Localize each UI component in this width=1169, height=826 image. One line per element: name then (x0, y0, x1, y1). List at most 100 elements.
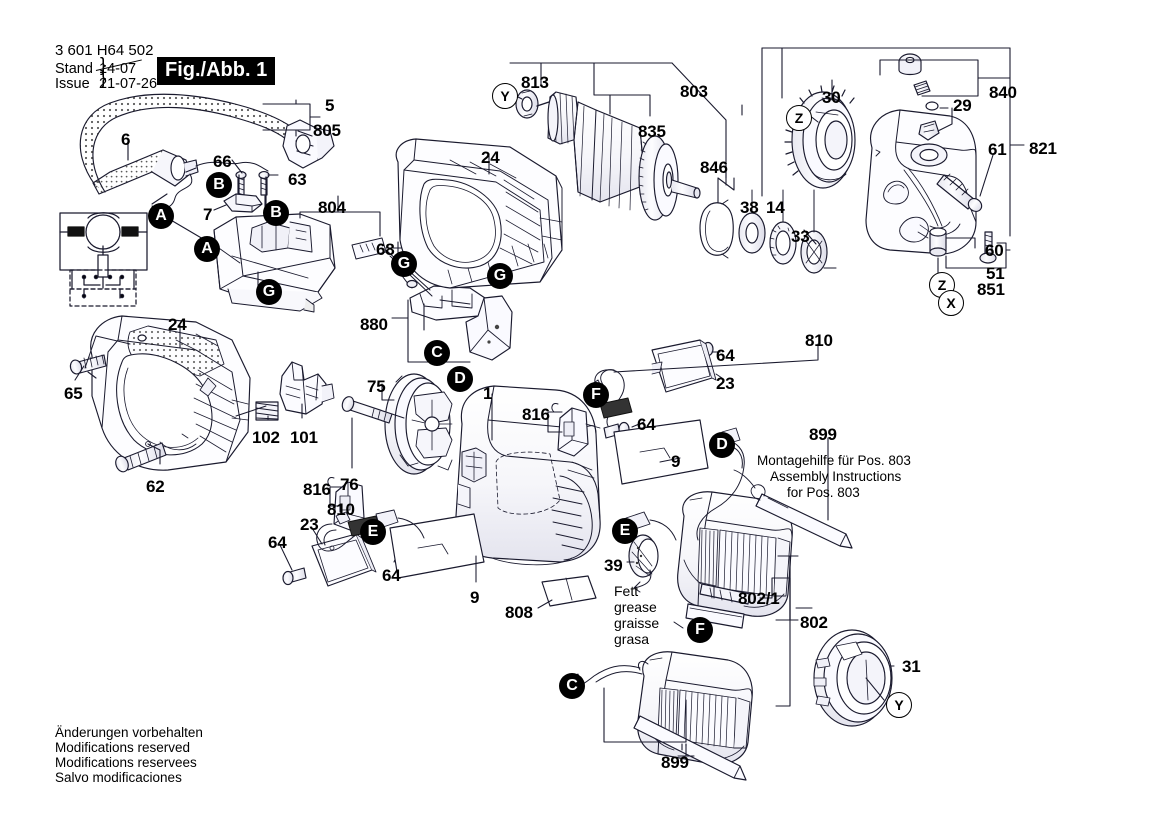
issue-date: 21-07-26 (99, 76, 158, 92)
marker-c: C (559, 673, 585, 699)
bracket-816l (329, 486, 345, 507)
callout-805: 805 (313, 121, 341, 140)
leader-808 (537, 599, 553, 609)
callout-33: 33 (791, 227, 810, 246)
assembly-note-line-1: Montagehilfe für Pos. 803 (757, 453, 911, 468)
callout-62: 62 (146, 477, 165, 496)
assembly-note-line-2: Assembly Instructions (770, 469, 902, 484)
marker-d: D (447, 366, 473, 392)
callout-14: 14 (766, 198, 785, 217)
brace-bottom: } (100, 68, 107, 89)
callout-63: 63 (288, 170, 307, 189)
callout-816: 816 (303, 480, 331, 499)
marker-g: G (256, 279, 282, 305)
part-lever-101 (279, 361, 335, 415)
footer-line-2: Modifications reserved (55, 740, 191, 755)
stand-label: Stand (55, 61, 93, 77)
leader-64c (279, 544, 293, 571)
grease-note-line-1: Fett (614, 583, 639, 599)
issue-label: Issue (55, 76, 90, 92)
callout-808: 808 (505, 603, 533, 622)
stand-date: 14-07 (99, 61, 137, 77)
leader-Y2 (865, 677, 885, 701)
leader-33 (803, 229, 817, 245)
leader-9a (659, 457, 681, 463)
leader-810a (613, 343, 819, 373)
bracket-821 (1009, 47, 1025, 237)
callout-76: 76 (340, 475, 359, 494)
part-stator-802 (677, 491, 793, 617)
marker-f: F (583, 382, 609, 408)
callout-821: 821 (1029, 139, 1057, 158)
callout-60: 60 (985, 241, 1004, 260)
part-gear-30 (784, 85, 856, 189)
callout-880: 880 (360, 315, 388, 334)
leader-65 (74, 365, 97, 381)
marker-outline-y: Y (492, 83, 518, 109)
part-tool-899-upper (750, 484, 853, 549)
callout-810: 810 (805, 331, 833, 350)
assembly-note-line-3: for Pos. 803 (787, 485, 860, 500)
part-screw-62 (115, 442, 167, 473)
part-plate-808 (541, 575, 597, 607)
bracket-840 (879, 59, 979, 97)
bracket-804 (299, 211, 381, 237)
leader-75 (381, 383, 395, 401)
marker-b: B (263, 200, 289, 226)
callout-23: 23 (300, 515, 319, 534)
callout-23: 23 (716, 374, 735, 393)
callout-64: 64 (382, 566, 401, 585)
part-switch-804 (213, 171, 387, 313)
part-brush-816-right (551, 403, 601, 457)
part-880 (385, 249, 513, 361)
callout-30: 30 (822, 88, 841, 107)
callout-7: 7 (203, 205, 213, 224)
part-spring-102 (255, 401, 279, 421)
callout-810: 810 (327, 500, 355, 519)
callout-9: 9 (671, 452, 681, 471)
callout-101: 101 (290, 428, 318, 447)
leader-grease (633, 569, 652, 589)
marker-e: E (612, 518, 638, 544)
marker-c: C (424, 340, 450, 366)
part-plate-9-left (389, 513, 485, 579)
bracket-846 (717, 177, 735, 204)
grease-note-line-2: grease (614, 599, 657, 615)
callout-75: 75 (367, 377, 386, 396)
bracket-805 (262, 99, 321, 137)
leader-66 (231, 159, 243, 174)
leader-A1 (151, 193, 168, 205)
callout-1: 1 (483, 384, 493, 403)
part-number: 3 601 H64 502 (55, 42, 154, 59)
part-gearcase-821 (865, 109, 977, 255)
part-armature-803 (515, 89, 828, 274)
callout-802: 802 (800, 613, 828, 632)
part-802-1 (685, 583, 751, 629)
part-840 (898, 53, 940, 141)
grease-note-line-3: graisse (614, 615, 660, 631)
leader-61 (979, 154, 994, 197)
part-screw-76 (341, 396, 405, 424)
marker-b: B (206, 172, 232, 198)
bracket-802-1 (759, 577, 791, 599)
marker-a: A (148, 203, 174, 229)
leader-29b (937, 107, 953, 132)
callout-9: 9 (470, 588, 480, 607)
footer-line-3: Modifications reservees (55, 755, 197, 770)
part-screw-65 (69, 354, 107, 375)
footer-line-1: Änderungen vorbehalten (55, 725, 203, 740)
wiring-schematic (59, 212, 148, 307)
callout-851: 851 (977, 280, 1005, 299)
footer-line-4: Salvo modificaciones (55, 770, 182, 785)
leader-F2 (673, 621, 684, 629)
marker-outline-y: Y (886, 692, 912, 718)
leader-51 (945, 242, 1007, 269)
leader-23a (715, 373, 723, 379)
callout-816: 816 (522, 405, 550, 424)
brace-top: } (100, 55, 107, 76)
part-housing-24-top (395, 138, 563, 289)
leader-60b (945, 237, 976, 249)
callout-840: 840 (989, 83, 1017, 102)
marker-a: A (194, 236, 220, 262)
